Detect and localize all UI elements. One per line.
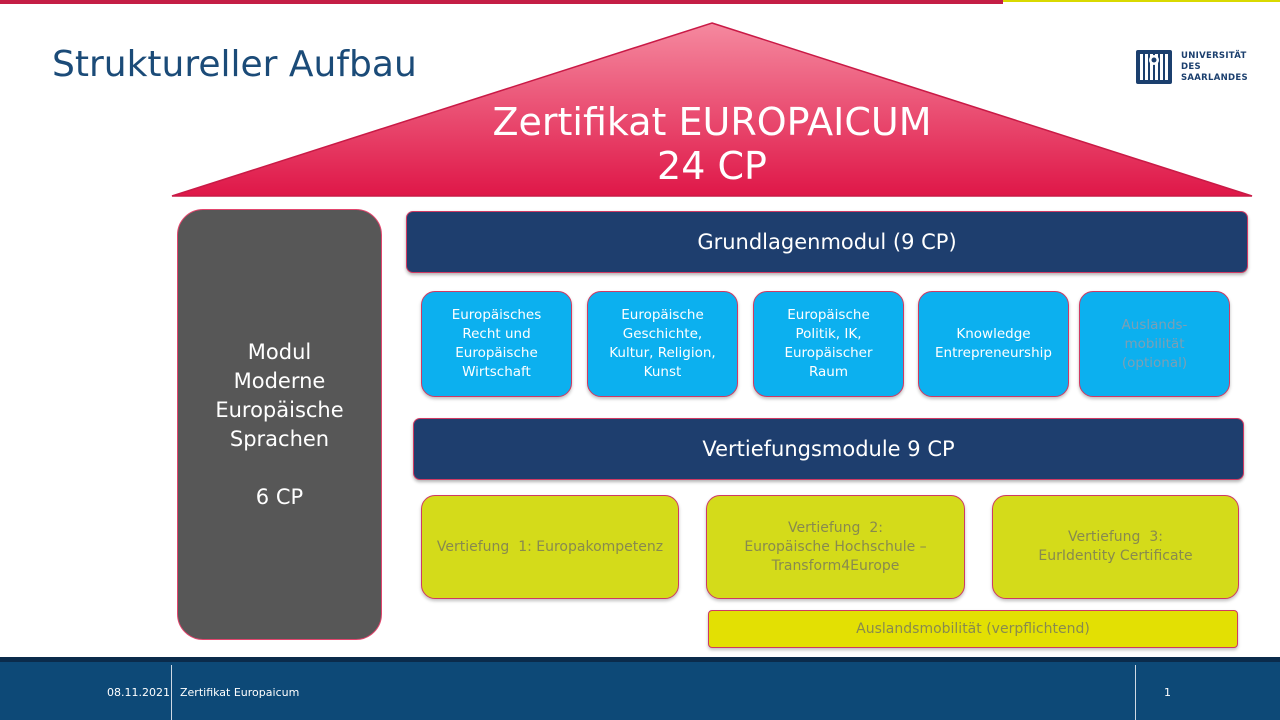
footer-page-number: 1 bbox=[1164, 686, 1171, 699]
footer-divider-left bbox=[171, 665, 172, 720]
grundlagen-label: Grundlagenmodul (9 CP) bbox=[697, 230, 957, 254]
auslandsmobilitaet-mandatory-bar: Auslandsmobilität (verpflichtend) bbox=[708, 610, 1238, 648]
top-accent-red bbox=[0, 0, 1003, 4]
vertiefung-1-box: Vertiefung 1: Europakompetenz bbox=[421, 495, 679, 599]
module-recht-wirtschaft: Europäisches Recht und Europäische Wirts… bbox=[421, 291, 572, 397]
module-knowledge-entrepreneurship: Knowledge Entrepreneurship bbox=[918, 291, 1069, 397]
vertiefung-bar: Vertiefungsmodule 9 CP bbox=[413, 418, 1244, 480]
footer-date: 08.11.2021 bbox=[107, 686, 170, 699]
footer-bar bbox=[0, 657, 1280, 720]
university-logo-text: UNIVERSITÄT DES SAARLANDES bbox=[1181, 51, 1248, 83]
grundlagen-bar: Grundlagenmodul (9 CP) bbox=[406, 211, 1248, 273]
language-module-label: Modul Moderne Europäische Sprachen 6 CP bbox=[215, 339, 344, 509]
roof-triangle bbox=[171, 22, 1253, 197]
vertiefung-label: Vertiefungsmodule 9 CP bbox=[702, 437, 955, 461]
module-auslandsmobilitaet-optional: Auslands- mobilität (optional) bbox=[1079, 291, 1230, 397]
roof-title-line1: Zertifikat EUROPAICUM bbox=[492, 100, 932, 144]
university-logo bbox=[1136, 50, 1172, 84]
auslandsmobilitaet-mandatory-label: Auslandsmobilität (verpflichtend) bbox=[856, 621, 1090, 637]
vertiefung-2-box: Vertiefung 2: Europäische Hochschule – T… bbox=[706, 495, 965, 599]
roof-title-line2: 24 CP bbox=[657, 144, 767, 188]
module-geschichte-kultur: Europäische Geschichte, Kultur, Religion… bbox=[587, 291, 738, 397]
slide-title: Struktureller Aufbau bbox=[52, 44, 417, 85]
footer-title: Zertifikat Europaicum bbox=[180, 686, 300, 699]
language-module-pillar: Modul Moderne Europäische Sprachen 6 CP bbox=[177, 209, 382, 640]
vertiefung-3-box: Vertiefung 3: EurIdentity Certificate bbox=[992, 495, 1239, 599]
footer-divider-right bbox=[1135, 665, 1136, 720]
roof-title: Zertifikat EUROPAICUM 24 CP bbox=[462, 100, 962, 188]
top-accent-yellow bbox=[1003, 0, 1280, 2]
module-politik-raum: Europäische Politik, IK, Europäischer Ra… bbox=[753, 291, 904, 397]
